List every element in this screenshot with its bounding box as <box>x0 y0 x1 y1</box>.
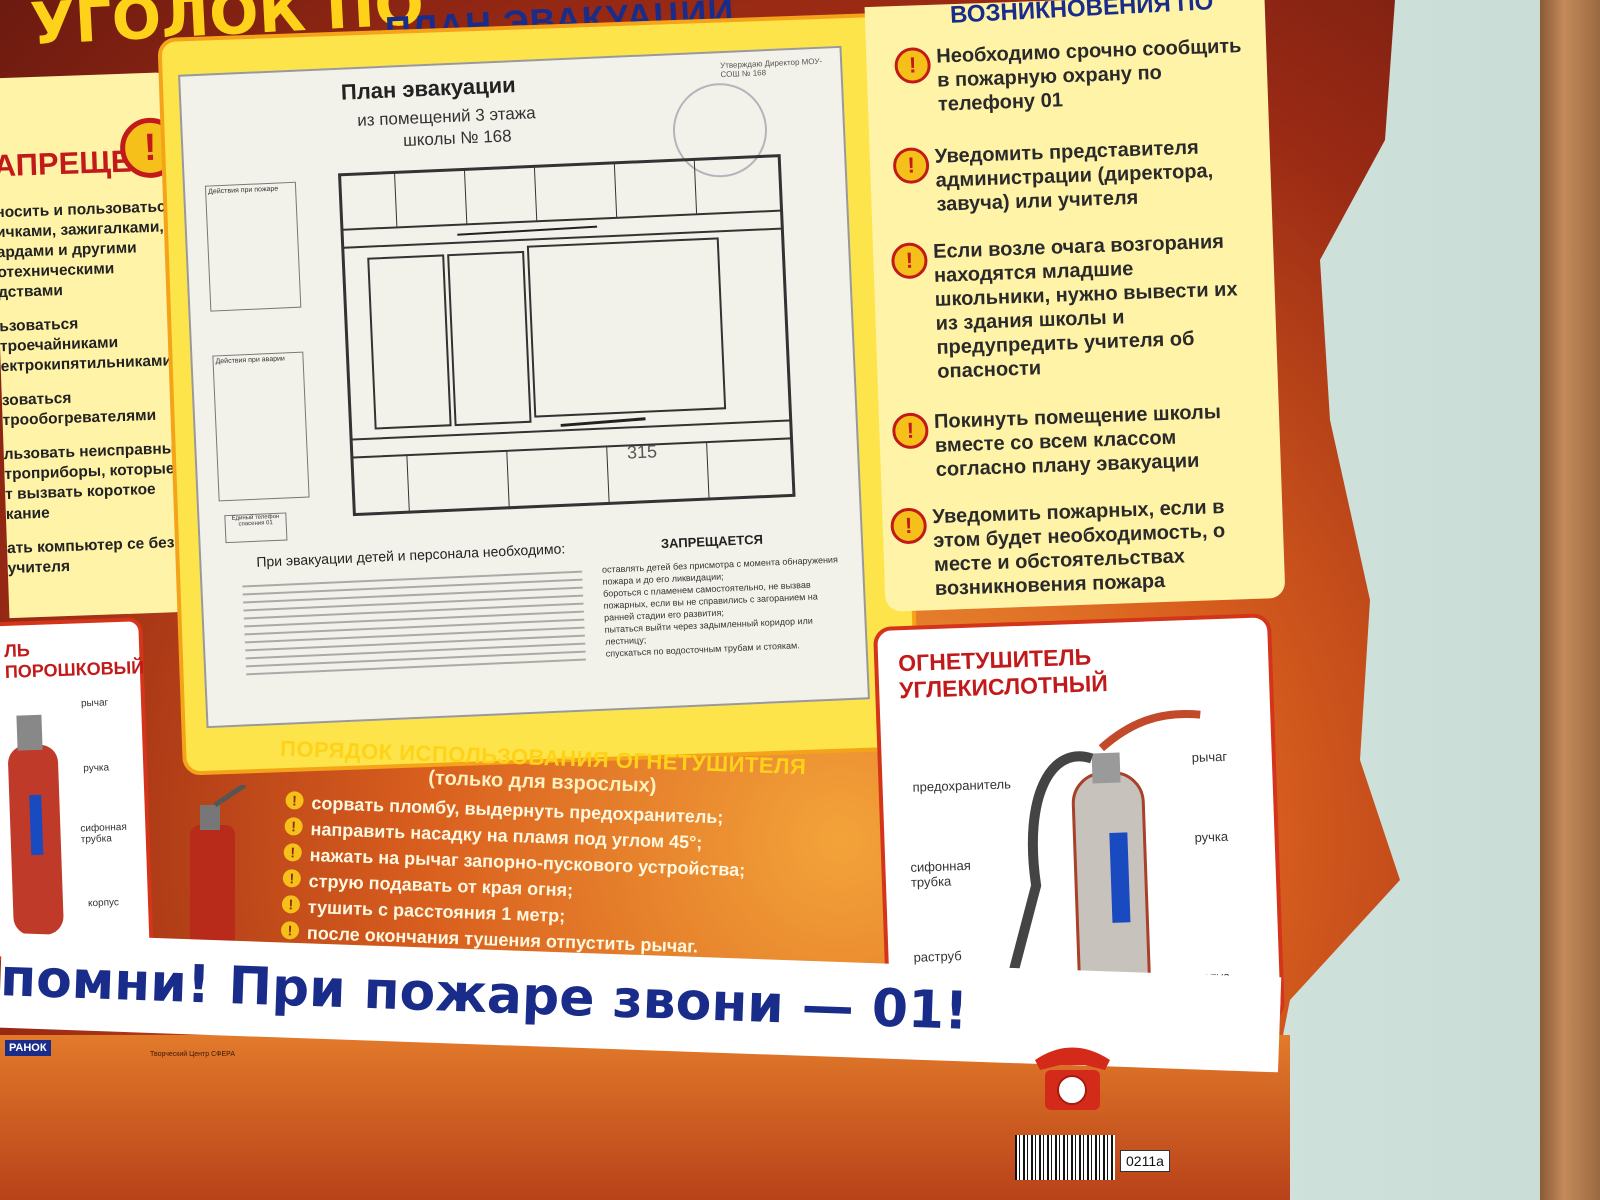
list-item: ьзоваться троечайниками ектрокипятильник… <box>0 315 173 376</box>
exclamation-icon: ! <box>891 412 929 450</box>
accident-actions-legend: Действия при аварии <box>212 351 310 502</box>
exclamation-icon: ! <box>890 242 929 280</box>
forbidden-header: ЗАПРЕЩАЕТСЯ <box>660 531 764 552</box>
list-item: зоваться трообогревателями <box>1 389 157 430</box>
handle-label: ручка <box>1194 828 1229 845</box>
evacuation-instructions-header: При эвакуации детей и персонала необходи… <box>256 540 566 570</box>
floor-plan-drawing <box>338 154 796 517</box>
rule-text: Необходимо срочно сообщить в пожарную ох… <box>935 35 1242 116</box>
plan-school: школы № 168 <box>402 126 512 151</box>
red-extinguisher-icon <box>190 785 247 950</box>
rule-text: Уведомить представителя администрации (д… <box>934 136 1214 216</box>
lever-label: рычаг <box>1191 748 1228 766</box>
siphon-label: сифонная трубка <box>80 821 127 846</box>
exclamation-icon: ! <box>892 147 930 185</box>
rule-item: ! Покинуть помещение школы вместе со все… <box>891 399 1256 482</box>
rule-item: ! Уведомить пожарных, если в этом будет … <box>890 494 1255 601</box>
product-code: 0211а <box>1120 1150 1170 1172</box>
rule-item: ! Если возле очага возгорания находятся … <box>890 229 1258 384</box>
rule-item: ! Необходимо срочно сообщить в пожарную … <box>894 34 1258 117</box>
body-label: корпус <box>87 897 120 910</box>
right-actions-panel: ! Необходимо срочно сообщить в пожарную … <box>864 0 1286 612</box>
exclamation-icon: ! <box>894 46 932 85</box>
list-item: льзовать неисправные троприборы, которые… <box>3 439 184 524</box>
powder-extinguisher-panel: ЛЬ ПОРОШКОВЫЙ рычаг ручка сифонная трубк… <box>0 617 154 961</box>
powder-title: ЛЬ ПОРОШКОВЫЙ <box>3 640 145 682</box>
door-frame <box>1540 0 1600 1200</box>
horn-label: раструб <box>913 948 962 965</box>
forbidden-list-plan: оставлять детей без присмотра с момента … <box>602 553 851 660</box>
legend-title: Действия при пожаре <box>208 185 279 196</box>
publisher-center: Творческий Центр СФЕРА <box>150 1051 236 1058</box>
co2-extinguisher-panel: ОГНЕТУШИТЕЛЬ УГЛЕКИСЛОТНЫЙ предохранител… <box>873 613 1285 1035</box>
instructions-fine-print <box>242 565 586 682</box>
fire-actions-legend: Действия при пожаре <box>204 181 302 312</box>
rescue-phone-box: Единый телефон спасения 01 <box>224 512 288 544</box>
co2-extinguisher-icon <box>984 710 1201 1018</box>
publisher-logo: РАНОК <box>5 1040 51 1056</box>
lever-label: рычаг <box>80 697 109 710</box>
evacuation-plan-sheet: План эвакуации из помещений 3 этажа школ… <box>178 45 870 729</box>
handle-label: ручка <box>83 762 110 775</box>
approval-note: Утверждаю Директор МОУ-СОШ № 168 <box>719 56 823 80</box>
rule-text: Если возле очага возгорания находятся мл… <box>932 230 1238 383</box>
powder-extinguisher-icon <box>8 714 64 936</box>
rule-text: Уведомить пожарных, если в этом будет не… <box>932 495 1226 601</box>
list-item: носить и пользоваться ичками, зажигалкам… <box>0 198 175 302</box>
room-number: 315 <box>626 441 658 463</box>
telephone-icon <box>1035 1047 1110 1110</box>
siphon-label: сифонная трубка <box>910 857 971 890</box>
rule-item: ! Уведомить представителя администрации … <box>892 134 1256 217</box>
barcode <box>1015 1135 1115 1180</box>
list-item: ать компьютер се без учителя <box>6 534 175 578</box>
rule-text: Покинуть помещение школы вместе со всем … <box>933 400 1222 481</box>
legend-title: Действия при аварии <box>215 355 285 366</box>
plan-title: План эвакуации <box>340 72 517 105</box>
usage-instructions: ПОРЯДОК ИСПОЛЬЗОВАНИЯ ОГНЕТУШИТЕЛЯ (толь… <box>267 736 814 964</box>
forbidden-list: носить и пользоваться ичками, зажигалкам… <box>0 197 188 593</box>
exclamation-icon: ! <box>890 507 928 545</box>
